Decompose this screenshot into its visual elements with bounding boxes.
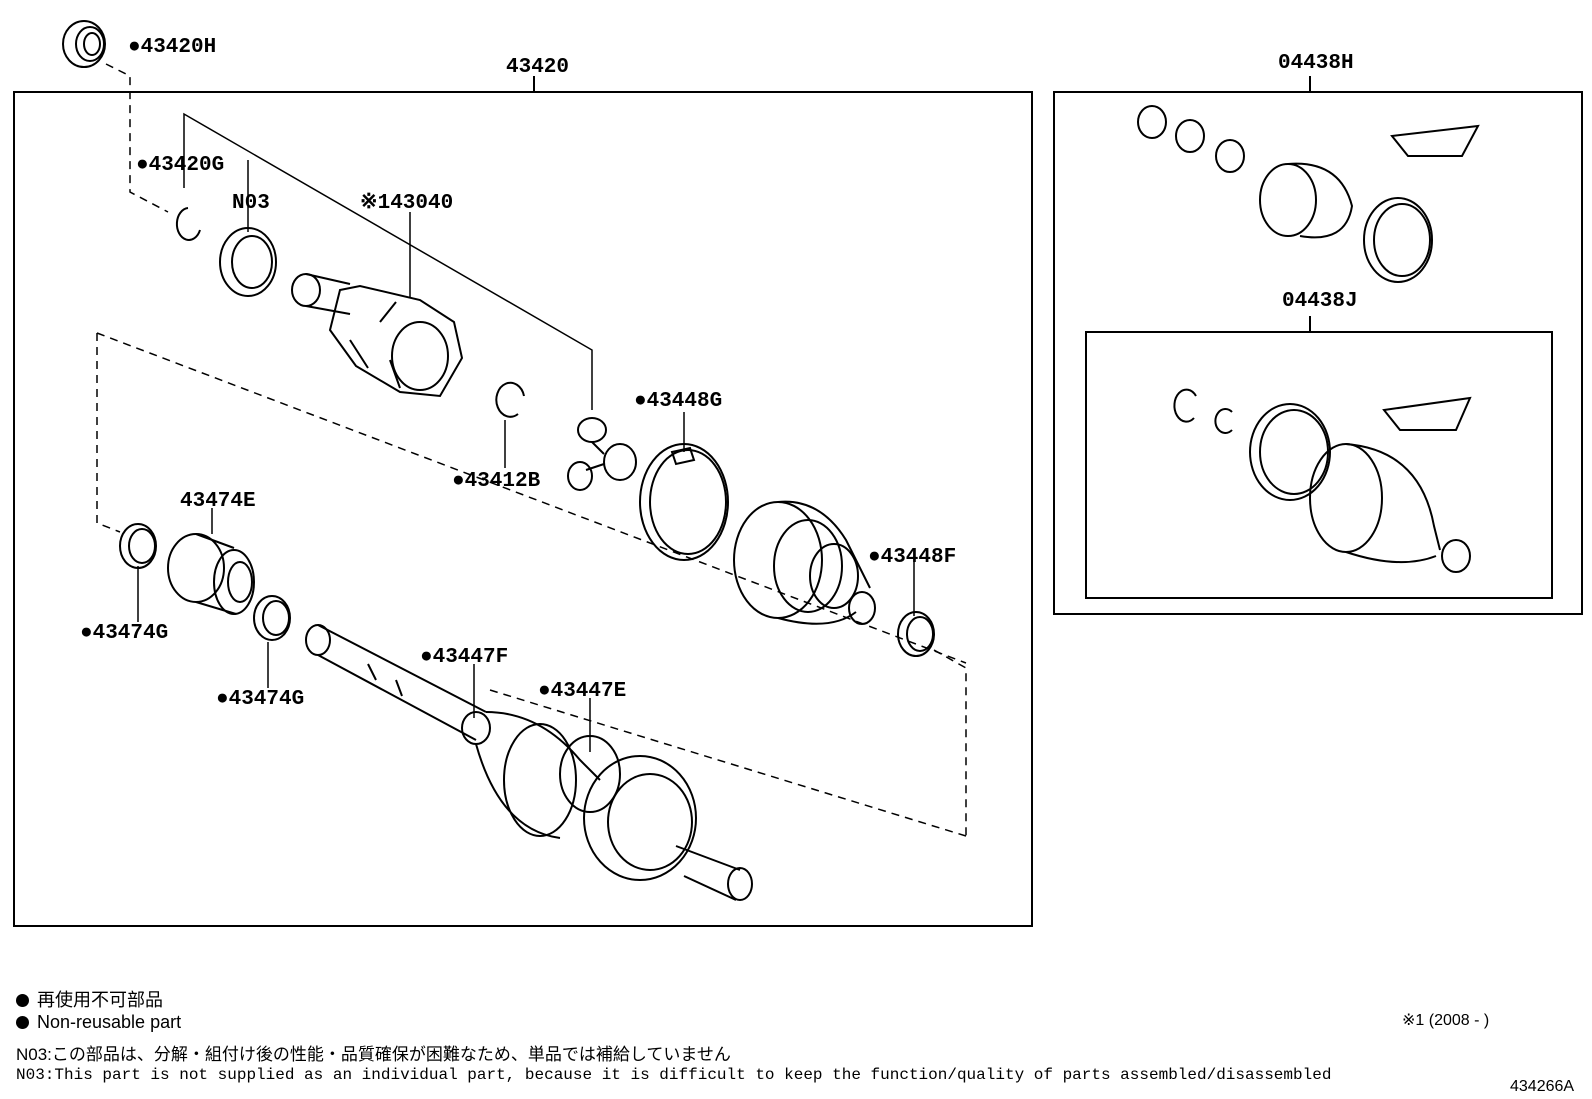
- label-43040: ※143040: [360, 191, 453, 215]
- kit-h-parts: [1137, 105, 1480, 283]
- legend-n03-en: N03:This part is not supplied as an indi…: [16, 1066, 1332, 1084]
- snap-ring-43412B: [495, 381, 525, 418]
- legend-n03-jp: N03:この部品は、分解・組付け後の性能・品質確保が困難なため、単品では補給して…: [16, 1045, 731, 1064]
- cv-joint-inner: [461, 711, 753, 901]
- damper-43474E: [167, 533, 255, 615]
- label-43474E: 43474E: [180, 490, 256, 513]
- legend-en-nonreusable: Non-reusable part: [16, 1012, 181, 1033]
- assembly-frame: [13, 91, 1033, 927]
- label-43448F: ●43448F: [868, 546, 956, 569]
- clamp-43448F: [897, 611, 935, 657]
- kit-j-parts: [1173, 388, 1472, 573]
- filled-dot-icon: [16, 1016, 29, 1029]
- filled-dot-icon: [16, 994, 29, 1007]
- label-assembly-43420: 43420: [506, 56, 569, 79]
- clamp-43474G-middle: [253, 595, 291, 641]
- tripod-joint: [567, 417, 637, 491]
- label-kit-04438H: 04438H: [1278, 52, 1354, 75]
- drive-shaft: [305, 624, 487, 741]
- label-43420G: ●43420G: [136, 154, 224, 177]
- label-43448G: ●43448G: [634, 390, 722, 413]
- model-year-note: ※1 (2008 - ): [1402, 1012, 1490, 1029]
- kit-j-frame: [1085, 331, 1553, 599]
- snap-ring-43420G: [175, 207, 201, 241]
- band-clamp-43448G: [639, 443, 729, 561]
- ring-N03: [219, 227, 277, 297]
- label-43412B: ●43412B: [452, 470, 541, 493]
- label-43420H: ●43420H: [128, 36, 216, 59]
- joint-43040: [291, 273, 464, 398]
- figure-id: 434266A: [1510, 1078, 1575, 1095]
- label-43447F: ●43447F: [420, 646, 508, 669]
- label-kit-04438J: 04438J: [1282, 290, 1358, 313]
- label-43474G-left: ●43474G: [80, 622, 168, 645]
- label-N03: N03: [232, 192, 270, 215]
- kit-h-frame: [1053, 91, 1583, 615]
- clamp-43474G-left: [119, 523, 157, 569]
- boot-outer: [733, 500, 876, 625]
- label-43447E: ●43447E: [538, 680, 626, 703]
- legend-jp-nonreusable: 再使用不可部品: [16, 986, 163, 1012]
- label-43474G-middle: ●43474G: [216, 688, 304, 711]
- seal-43420H: [62, 20, 106, 68]
